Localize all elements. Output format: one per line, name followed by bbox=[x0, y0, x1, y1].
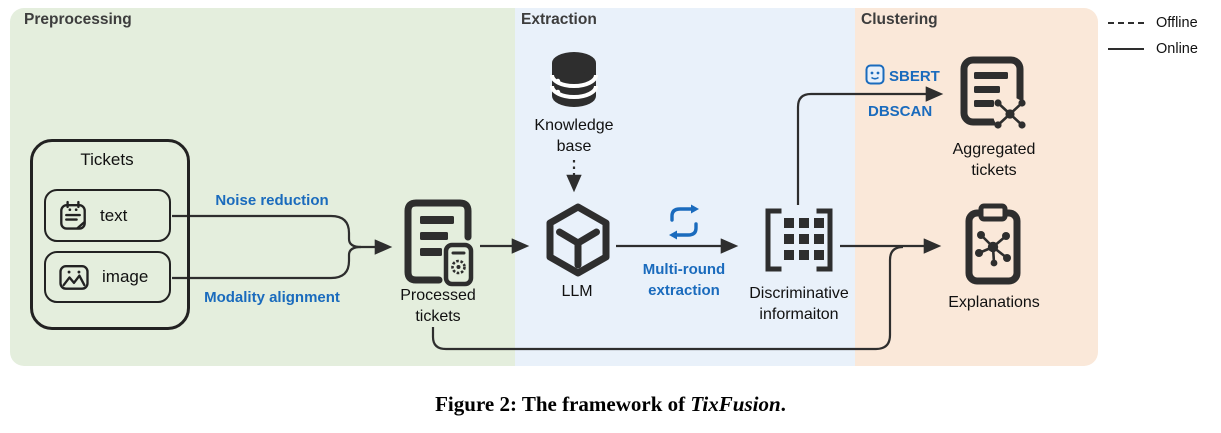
preprocessing-title: Preprocessing bbox=[24, 11, 132, 28]
legend-offline-label: Offline bbox=[1156, 15, 1198, 31]
dbscan-label: DBSCAN bbox=[868, 103, 933, 120]
preprocessing-panel bbox=[10, 8, 515, 366]
extraction-title: Extraction bbox=[521, 11, 597, 28]
knowledge-base-label: Knowledge base bbox=[534, 117, 614, 155]
legend-offline-row: Offline bbox=[1108, 10, 1216, 36]
tickets-box bbox=[30, 139, 190, 330]
legend-online-label: Online bbox=[1156, 41, 1198, 57]
aggregated-document-cluster-icon bbox=[956, 56, 1034, 139]
notepad-icon bbox=[60, 200, 86, 230]
multi-round-extraction-label: Multi-round extraction bbox=[642, 261, 726, 299]
processed-tickets-label: Processed tickets bbox=[400, 287, 476, 325]
figure-caption: Figure 2: The framework of TixFusion. bbox=[435, 392, 786, 416]
image-ticket-box: image bbox=[44, 251, 171, 303]
database-icon bbox=[545, 50, 603, 117]
image-icon bbox=[59, 265, 89, 290]
clustering-title: Clustering bbox=[861, 11, 938, 28]
llm-label: LLM bbox=[561, 283, 593, 300]
image-ticket-label: image bbox=[102, 267, 149, 286]
explanations-label: Explanations bbox=[948, 294, 1040, 311]
tickets-label: Tickets bbox=[80, 150, 134, 169]
dashed-line-icon bbox=[1108, 22, 1144, 24]
text-ticket-label: text bbox=[100, 205, 128, 225]
noise-reduction-label: Noise reduction bbox=[215, 192, 329, 209]
text-ticket-box: text bbox=[44, 189, 171, 242]
clipboard-cluster-icon bbox=[962, 203, 1024, 294]
sbert-label: SBERT bbox=[889, 68, 940, 85]
loop-icon bbox=[664, 203, 704, 246]
caption-emphasis: TixFusion bbox=[690, 392, 781, 416]
solid-line-icon bbox=[1108, 48, 1144, 50]
llm-cube-icon bbox=[543, 202, 613, 283]
discriminative-information-label: Discriminative informaiton bbox=[749, 285, 849, 323]
legend-online-row: Online bbox=[1108, 36, 1216, 62]
legend: Offline Online bbox=[1108, 10, 1216, 62]
matrix-icon bbox=[762, 207, 836, 278]
aggregated-tickets-label: Aggregated tickets bbox=[952, 141, 1036, 179]
modality-alignment-label: Modality alignment bbox=[204, 289, 340, 306]
sbert-face-icon bbox=[865, 64, 885, 90]
processed-document-icon bbox=[399, 197, 477, 292]
